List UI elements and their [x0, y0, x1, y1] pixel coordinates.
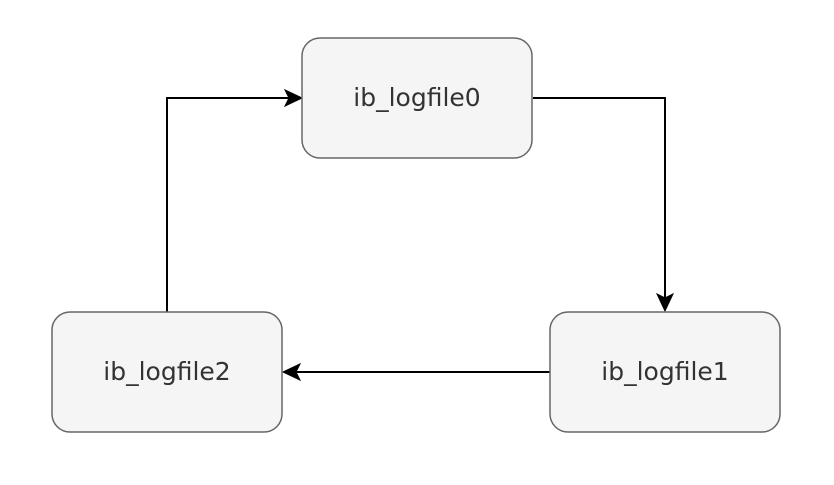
arrowhead-right-icon	[283, 88, 304, 108]
node-box	[51, 311, 283, 433]
node-label: ib_logfile1	[601, 357, 728, 386]
edge-line	[166, 97, 289, 312]
arrowhead-down-icon	[655, 292, 675, 313]
node-ib-logfile0[interactable]: ib_logfile0	[301, 37, 533, 159]
node-box	[301, 37, 533, 159]
node-box	[549, 311, 781, 433]
edge-logfile1-to-logfile2	[281, 362, 550, 382]
node-label: ib_logfile2	[103, 357, 230, 386]
arrowhead-left-icon	[281, 362, 302, 382]
node-label: ib_logfile0	[353, 83, 480, 112]
edge-logfile0-to-logfile1	[533, 97, 675, 313]
edge-logfile2-to-logfile0	[166, 88, 304, 312]
edge-line	[533, 97, 666, 298]
node-ib-logfile2[interactable]: ib_logfile2	[51, 311, 283, 433]
node-ib-logfile1[interactable]: ib_logfile1	[549, 311, 781, 433]
